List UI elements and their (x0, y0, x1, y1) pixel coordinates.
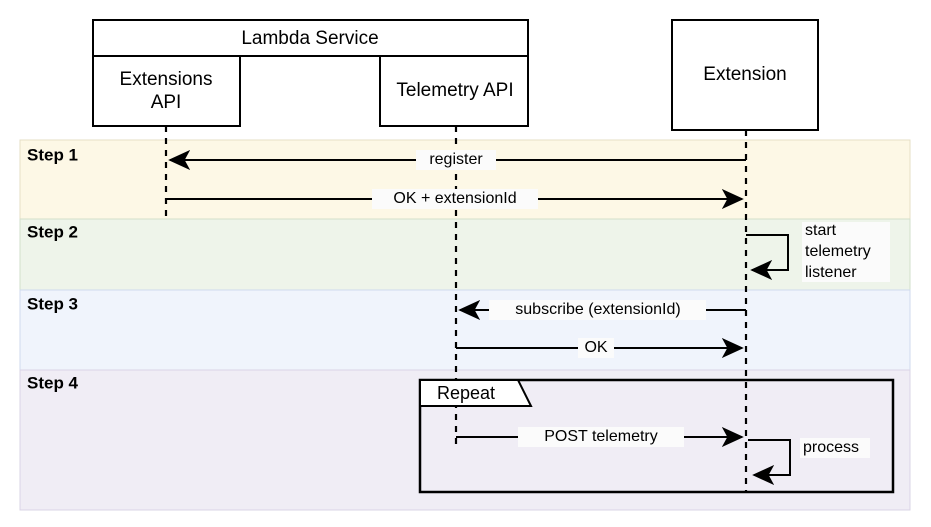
label-bg-subscribe (489, 300, 706, 320)
note-label-start-telemetry-listener-line2: telemetry (805, 243, 871, 260)
label-bg-ok-extensionid (372, 189, 538, 209)
fragment-repeat-border (418, 378, 895, 494)
self-call-process (748, 439, 791, 486)
step-label-1: Step 1 (27, 145, 78, 164)
note-label-process: process (803, 439, 859, 456)
step-label-2: Step 2 (27, 222, 78, 241)
step-band-3 (19, 289, 911, 371)
fragment-repeat-tab (419, 379, 533, 407)
step-bands (19, 139, 911, 511)
fragment-label-repeat: Repeat (437, 383, 495, 403)
step-2-self-call (746, 234, 789, 281)
message-label-register: register (429, 151, 483, 168)
participant-box-lambda-service[interactable] (92, 19, 529, 57)
label-bg-start-telemetry-listener (802, 222, 890, 282)
label-bg-post-telemetry (518, 427, 684, 447)
message-label-post-telemetry: POST telemetry (544, 428, 658, 445)
participant-box-extensions-api[interactable] (92, 55, 241, 127)
message-label-backgrounds (372, 150, 890, 458)
participant-label-extension: Extension (703, 64, 786, 85)
label-bg-ok (578, 338, 614, 358)
participant-box-extension[interactable] (671, 19, 819, 131)
message-label-ok-extensionid: OK + extensionId (393, 190, 516, 207)
participant-box-telemetry-api[interactable] (379, 55, 529, 127)
step-label-4: Step 4 (27, 373, 79, 392)
note-label-start-telemetry-listener-line3: listener (805, 264, 857, 281)
message-label-ok: OK (584, 339, 607, 356)
participant-label-extensions-api-line1: Extensions (120, 69, 213, 90)
participant-headers (92, 19, 819, 131)
label-bg-register (416, 150, 496, 170)
message-label-subscribe: subscribe (extensionId) (515, 301, 680, 318)
step-band-2 (19, 218, 911, 291)
note-label-start-telemetry-listener-line1: start (805, 222, 837, 239)
self-call-start-telemetry-listener (746, 234, 789, 281)
participant-label-telemetry-api: Telemetry API (396, 80, 513, 101)
step-label-3: Step 3 (27, 294, 78, 313)
participant-label-lambda-service: Lambda Service (241, 28, 378, 49)
participant-label-extensions-api-line2: API (151, 92, 182, 113)
label-bg-process (800, 438, 870, 458)
